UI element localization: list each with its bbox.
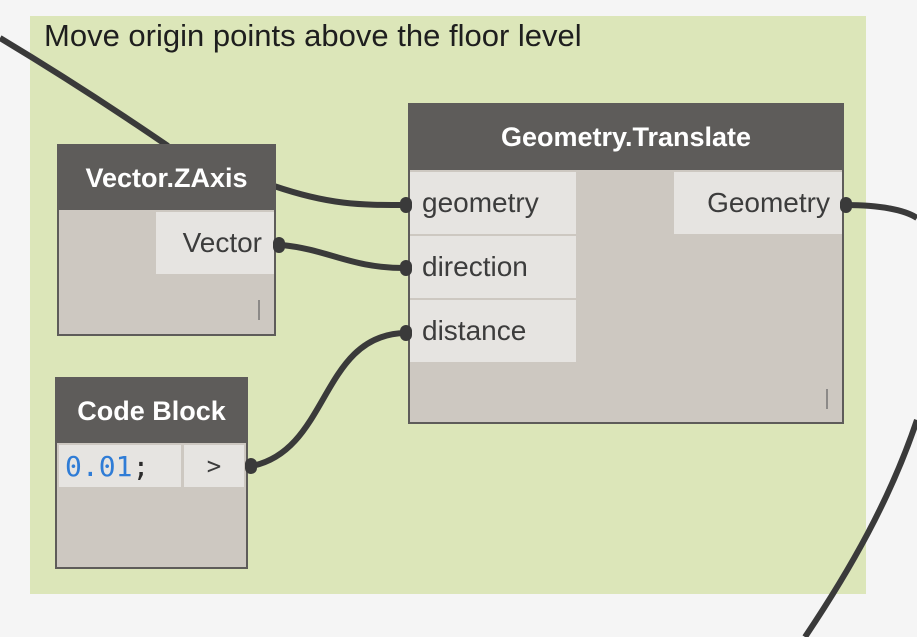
vector-zaxis-node[interactable]: Vector.ZAxis Vector (57, 144, 276, 336)
node-title[interactable]: Vector.ZAxis (59, 146, 274, 210)
node-title[interactable]: Code Block (57, 379, 246, 443)
lacing-marker (826, 389, 828, 409)
port-connector-geometry-out[interactable] (840, 197, 852, 213)
output-port-geometry[interactable]: Geometry (674, 172, 842, 234)
code-semicolon: ; (132, 449, 150, 483)
code-number: 0.01 (65, 449, 133, 483)
port-connector-geometry-in[interactable] (400, 197, 412, 213)
code-block-node[interactable]: Code Block 0.01; > (55, 377, 248, 569)
node-title[interactable]: Geometry.Translate (410, 105, 842, 170)
input-port-geometry[interactable]: geometry (410, 172, 576, 234)
output-port-vector[interactable]: Vector (156, 212, 274, 274)
port-connector-direction-in[interactable] (400, 260, 412, 276)
geometry-translate-node[interactable]: Geometry.Translate geometry direction di… (408, 103, 844, 424)
input-port-distance[interactable]: distance (410, 300, 576, 362)
code-editor[interactable]: 0.01; (59, 445, 181, 487)
input-port-direction[interactable]: direction (410, 236, 576, 298)
port-connector-distance-in[interactable] (400, 325, 412, 341)
port-connector-code-out[interactable] (245, 458, 257, 474)
lacing-marker (258, 300, 260, 320)
port-connector-vector-out[interactable] (273, 237, 285, 253)
output-port-code[interactable]: > (184, 445, 244, 487)
group-title[interactable]: Move origin points above the floor level (44, 18, 582, 53)
